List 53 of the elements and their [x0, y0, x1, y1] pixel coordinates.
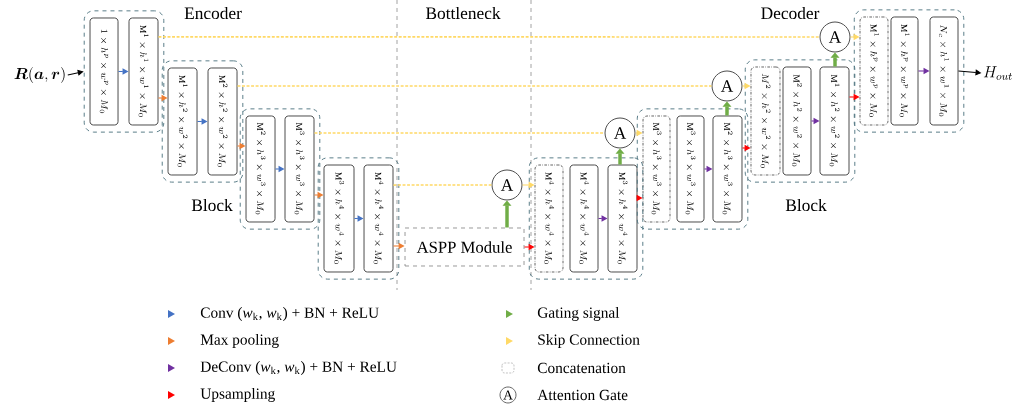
attention-gate: A — [819, 21, 851, 53]
feature-map-box: $\mathrm{M}^{4}\times h^{4}\times w^{4}\times M_{0}$ — [363, 164, 394, 273]
module-box: ASPP Module — [404, 227, 525, 267]
block-label: Block — [191, 198, 233, 212]
legend-label: Attention Gate — [537, 389, 628, 401]
block-outline — [83, 10, 165, 133]
attention-gate: A — [491, 169, 523, 201]
feature-map-box: $\mathrm{M}^{2}\times h^{2}\times w^{2}\times M_{0}$ — [782, 66, 812, 176]
legend-label: DeConv (w$_{k}$, w$_{k}$) + BN + ReLU — [200, 361, 397, 375]
feature-map-box: $\mathrm{M}^{3}\times h^{4}\times w^{4}\times M_{0}$ — [323, 164, 355, 273]
block-outline — [853, 9, 965, 133]
legend-label: Max pooling — [200, 334, 279, 348]
dotted-line — [313, 132, 606, 134]
feature-map-box: $\mathrm{M}^{3}\times h^{3}\times w^{3}\times M_{0}$ — [284, 115, 315, 223]
block-outline — [239, 108, 321, 230]
concatenation-box: $\mathrm{M}^{1}\times h^{p}\times w^{p}\times M_{0}$ — [859, 16, 889, 126]
feature-map-box: $\mathrm{M}^{2}\times h^{3}\times w^{3}\times M_{0}$ — [712, 115, 743, 223]
block-outline — [161, 60, 244, 183]
dotted-line — [157, 36, 821, 38]
feature-map-box: $\mathrm{M}^{3}\times h^{4}\times w^{4}\times M_{0}$ — [607, 164, 638, 273]
feature-map-box: $1\times h^{p}\times w^{p}\times M_{0}$ — [89, 17, 119, 126]
concatenation-box: $M^{2}\times h^{2}\times w^{2}\times M_{0}$ — [750, 66, 781, 176]
legend-label: Upsampling — [200, 388, 275, 402]
feature-map-box: $\mathrm{M}^{1}\times h^{2}\times w^{2}\times M_{0}$ — [167, 67, 198, 176]
section-heading: Encoder — [184, 6, 242, 20]
io-label: $H_{out}$ — [983, 66, 1012, 80]
section-heading: Decoder — [761, 6, 820, 20]
feature-map-box: $\mathrm{M}^{2}\times h^{3}\times w^{3}\times M_{0}$ — [245, 115, 276, 223]
feature-map-box: $N_{c}\times h^{1}\times w^{1}\times M_{0}$ — [929, 16, 959, 126]
feature-map-box: $\mathrm{M}^{1}\times h^{p}\times w^{p}\times M_{0}$ — [890, 16, 919, 126]
feature-map-box: $\mathrm{M}^{3}\times h^{3}\times w^{3}\times M_{0}$ — [676, 115, 705, 223]
legend-label: Conv (w$_{k}$, w$_{k}$) + BN + ReLU — [200, 307, 379, 321]
arrow — [67, 69, 84, 76]
dotted-line — [392, 184, 493, 186]
concatenation-box: $\mathrm{M}^{3}\times h^{3}\times w^{3}\times M_{0}$ — [642, 115, 671, 223]
feature-map-box: $\mathrm{M}^{1}\times h^{2}\times w^{2}\times M_{0}$ — [819, 66, 850, 176]
attention-gate: A — [604, 117, 636, 149]
io-label: $\boldsymbol{R}(\boldsymbol{a},\boldsymbol{r})$ — [14, 67, 65, 83]
attention-gate: A — [711, 70, 743, 102]
legend-label: Concatenation — [537, 362, 626, 374]
section-heading: Bottleneck — [425, 6, 501, 20]
feature-map-box: $\mathrm{M}^{2}\times h^{2}\times w^{2}\times M_{0}$ — [207, 67, 238, 176]
legend-label: Skip Connection — [538, 334, 640, 348]
concatenation-box: $\mathrm{M}^{4}\times h^{4}\times w^{4}\times M_{0}$ — [534, 164, 564, 273]
block-outline — [744, 59, 856, 183]
block-label: Block — [785, 198, 827, 212]
legend-label: Gating signal — [537, 307, 620, 321]
block-outline — [528, 157, 644, 280]
dotted-line — [236, 85, 713, 87]
block-outline — [317, 157, 400, 280]
block-outline — [636, 108, 749, 230]
feature-map-box: $\mathrm{M}^{1}\times h^{1}\times w^{1}\times M_{0}$ — [128, 17, 159, 126]
feature-map-box: $\mathrm{M}^{4}\times h^{4}\times w^{4}\times M_{0}$ — [569, 164, 599, 273]
